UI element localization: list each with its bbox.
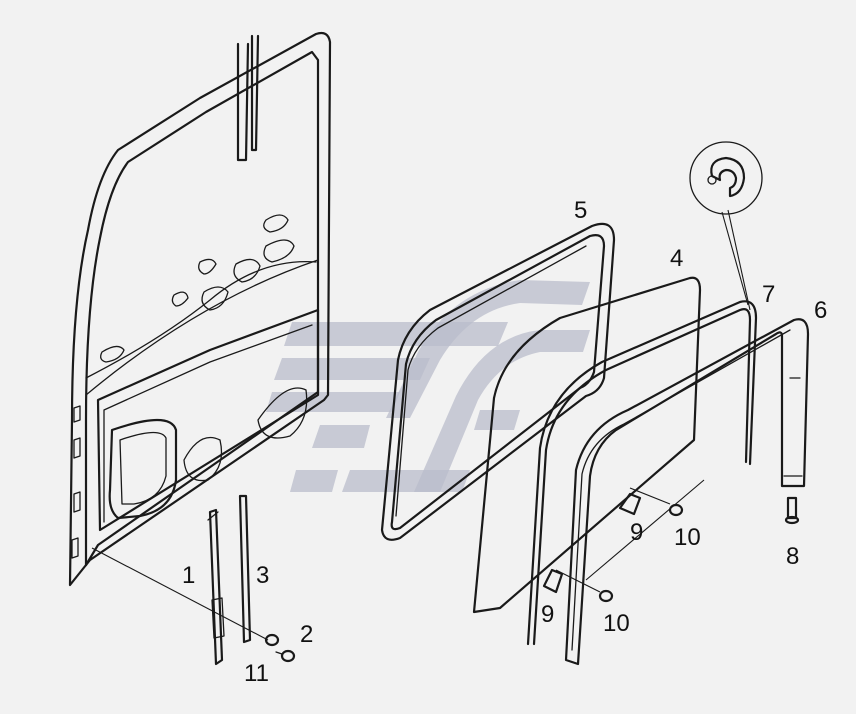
- callout-9-lower: 9: [541, 601, 554, 628]
- callout-11: 11: [244, 660, 269, 687]
- screw-2: [264, 633, 280, 647]
- window-seal-5: [380, 222, 616, 541]
- screw-8: [784, 496, 800, 525]
- screw-10-upper: [668, 503, 684, 517]
- door-frame: [68, 31, 332, 587]
- callout-3: 3: [256, 562, 269, 589]
- clip-9-lower: [542, 568, 564, 594]
- callout-8: 8: [786, 543, 799, 570]
- callout-2: 2: [300, 621, 313, 648]
- watermark-logo: [266, 280, 590, 492]
- clip-9-upper: [618, 492, 642, 516]
- callout-10-upper: 10: [674, 524, 701, 551]
- callout-4: 4: [670, 245, 683, 272]
- screw-11: [275, 649, 296, 663]
- callout-1: 1: [182, 562, 195, 589]
- guide-rail-3: [238, 494, 252, 644]
- callout-10-lower: 10: [603, 610, 630, 637]
- callout-6: 6: [814, 297, 827, 324]
- seal-section-detail: [689, 141, 763, 215]
- window-glass-4: [472, 276, 702, 614]
- callout-7: 7: [762, 281, 775, 308]
- guide-rail-1: [207, 508, 225, 666]
- screw-10-lower: [598, 589, 614, 603]
- callout-5: 5: [574, 197, 587, 224]
- channel-6: [564, 318, 810, 666]
- glass-run-channel-7: [526, 300, 758, 646]
- callout-9-upper: 9: [630, 519, 643, 546]
- leader-lines: [91, 209, 751, 641]
